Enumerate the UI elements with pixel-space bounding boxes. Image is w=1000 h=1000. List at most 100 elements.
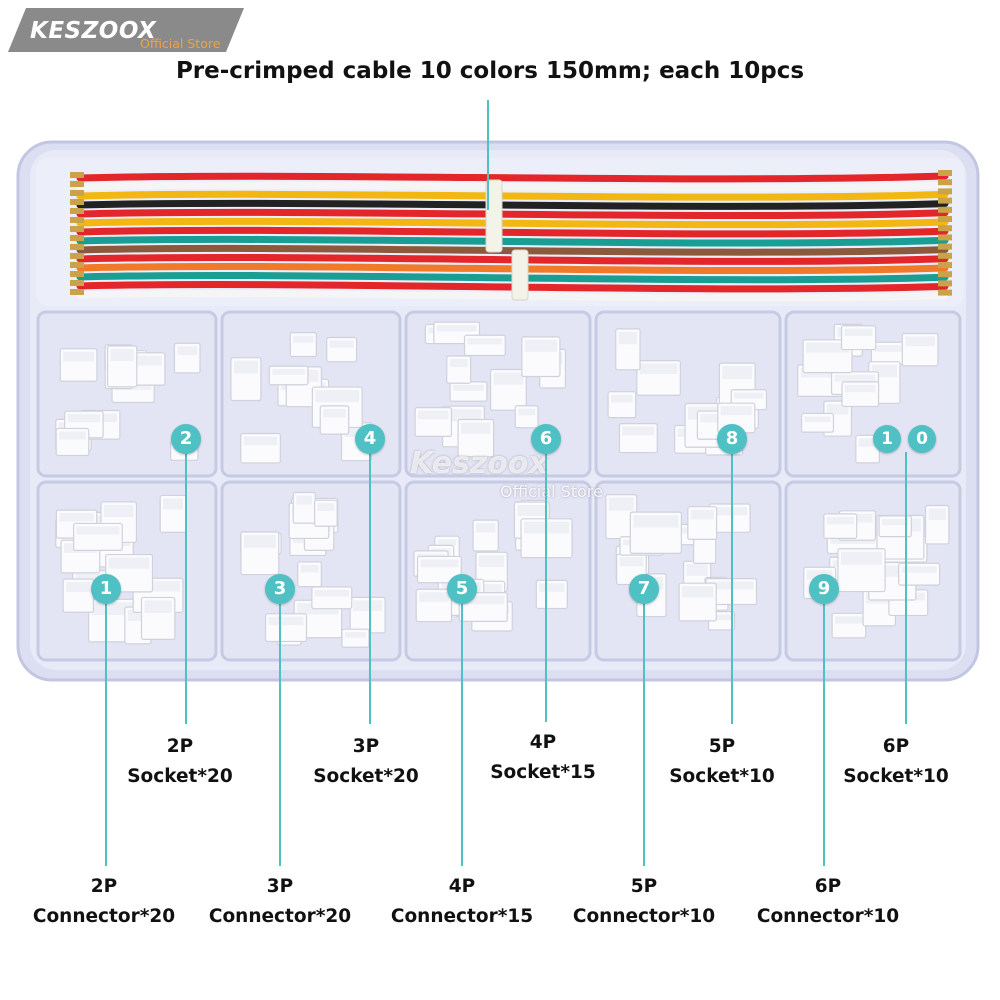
- label-4p-socket: 4P Socket*15: [453, 728, 633, 788]
- marker-10-digit-0: 0: [908, 425, 936, 453]
- label-2p-connector-pins: 2P: [90, 876, 118, 897]
- connector-part-detail: [686, 564, 708, 576]
- connector-part-detail: [233, 360, 258, 374]
- connector-part-detail: [177, 346, 198, 356]
- connector-part-detail: [317, 503, 335, 511]
- terminal: [938, 216, 952, 222]
- terminal: [70, 289, 84, 295]
- label-3p-socket: 3P Socket*20: [276, 732, 456, 792]
- watermark-brand: Keszoox: [410, 446, 548, 481]
- connector-part-detail: [144, 600, 172, 614]
- store-logo: KESZOOX Official Store: [8, 8, 244, 52]
- connector-part-detail: [524, 339, 557, 352]
- connector-part: [800, 412, 835, 433]
- connector-part-detail: [243, 436, 278, 446]
- connector-part-detail: [467, 338, 503, 345]
- connector-part-detail: [493, 372, 524, 385]
- connector-part-detail: [243, 535, 276, 548]
- connector-part-detail: [845, 384, 876, 393]
- leader-line-2: [185, 452, 187, 724]
- connector-part-detail: [611, 394, 633, 403]
- label-6p-connector-pins: 6P: [814, 876, 842, 897]
- connector-part-detail: [901, 566, 937, 573]
- connector-part-detail: [108, 557, 150, 569]
- connector-part-detail: [59, 431, 86, 440]
- leader-line-10: [905, 452, 907, 724]
- marker-3: 3: [265, 574, 295, 604]
- connector-part-detail: [874, 345, 911, 352]
- marker-1: 1: [91, 574, 121, 604]
- terminal: [70, 235, 84, 241]
- terminal: [938, 188, 952, 195]
- terminal: [70, 262, 84, 268]
- wire: [76, 235, 949, 247]
- connector-part-detail: [618, 331, 638, 345]
- connector-part-detail: [734, 392, 764, 399]
- connector-part-detail: [268, 616, 304, 626]
- terminal: [70, 280, 84, 286]
- connector-part-detail: [844, 328, 873, 336]
- marker-5: 5: [447, 574, 477, 604]
- wire: [76, 253, 949, 265]
- connector-part-detail: [722, 366, 753, 380]
- connector-part-detail: [871, 565, 913, 577]
- leader-line-7: [643, 602, 645, 866]
- marker-4: 4: [355, 424, 385, 454]
- connector-part-detail: [419, 592, 449, 602]
- connector-part-detail: [720, 406, 752, 416]
- label-5p-socket: 5P Socket*10: [632, 732, 812, 792]
- leader-line-cable: [487, 100, 489, 210]
- connector-part-detail: [63, 351, 94, 362]
- connector-part-detail: [445, 409, 482, 422]
- connector-part-detail: [608, 497, 634, 511]
- connector-part-detail: [842, 513, 873, 523]
- label-3p-connector-pins: 3P: [266, 876, 294, 897]
- connector-part-detail: [67, 414, 101, 423]
- connector-part-detail: [272, 369, 305, 375]
- connector-part-detail: [882, 518, 909, 526]
- marker-6: 6: [531, 424, 561, 454]
- label-6p-socket-qty: Socket*10: [843, 766, 949, 787]
- connector-part-detail: [91, 602, 135, 616]
- terminal: [938, 243, 952, 250]
- connector-part-detail: [905, 336, 935, 347]
- terminal: [70, 226, 84, 232]
- terminal: [938, 170, 952, 176]
- connector-part-detail: [127, 609, 148, 622]
- connector-part-detail: [518, 408, 536, 416]
- label-3p-connector-qty: Connector*20: [208, 906, 352, 927]
- terminal: [70, 244, 84, 250]
- connector-part-detail: [858, 438, 877, 447]
- label-6p-socket-pins: 6P: [882, 736, 910, 757]
- terminal: [938, 206, 952, 213]
- connector-part: [341, 628, 370, 648]
- connector-part-detail: [826, 404, 849, 415]
- connector-part-detail: [136, 581, 180, 592]
- wire: [76, 290, 949, 302]
- label-5p-connector-qty: Connector*10: [572, 906, 716, 927]
- terminal: [938, 234, 952, 241]
- marker-10-digit-1: 1: [873, 425, 901, 453]
- connector-part-detail: [830, 538, 875, 544]
- terminal: [70, 217, 84, 223]
- connector-part-detail: [315, 390, 360, 403]
- label-6p-socket: 6P Socket*10: [806, 732, 986, 792]
- logo-badge-shape: [8, 8, 244, 52]
- connector-part-detail: [293, 335, 314, 343]
- connector-part-detail: [437, 539, 457, 546]
- connector-part-detail: [420, 559, 459, 568]
- watermark-subtitle: Official Store: [500, 482, 603, 501]
- connector-part-detail: [476, 523, 496, 533]
- marker-8: 8: [717, 424, 747, 454]
- connector-part-detail: [59, 513, 94, 522]
- label-4p-socket-pins: 4P: [529, 732, 557, 753]
- marker-9: 9: [809, 574, 839, 604]
- connector-part-detail: [928, 508, 946, 521]
- logo-brand-text: KESZOOX: [30, 18, 157, 44]
- terminal: [938, 225, 952, 232]
- connector-part-detail: [633, 515, 679, 528]
- terminal: [938, 271, 952, 278]
- connector-part-detail: [76, 526, 120, 535]
- terminal: [938, 252, 952, 259]
- wire: [76, 199, 949, 210]
